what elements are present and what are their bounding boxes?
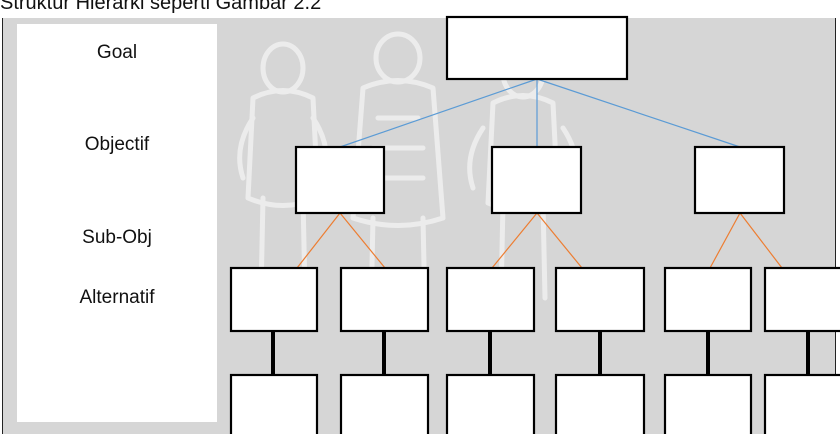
connector-goal-objective-3 (537, 79, 740, 147)
bottom-box-4 (556, 375, 644, 434)
alternative-box-5 (665, 268, 751, 331)
goal-box (447, 17, 627, 79)
alternative-box-4 (556, 268, 644, 331)
bottom-box-6 (765, 375, 840, 434)
connector-objective-1-alt-1 (297, 213, 340, 268)
connector-objective-2-alt-4 (537, 213, 582, 268)
alternative-box-2 (341, 268, 428, 331)
goal-connectors (340, 79, 740, 147)
objective-box-2 (492, 147, 581, 213)
bottom-box-1 (231, 375, 317, 434)
objective-box-3 (695, 147, 784, 213)
connector-objective-3-alt-5 (710, 213, 740, 268)
objective-connectors (297, 213, 782, 268)
bottom-box-2 (341, 375, 428, 434)
bottom-box-5 (665, 375, 751, 434)
alternative-box-6 (765, 268, 840, 331)
connector-goal-objective-1 (340, 79, 537, 147)
alternative-box-1 (231, 268, 317, 331)
objective-box-1 (296, 147, 384, 213)
connector-objective-3-alt-6 (740, 213, 782, 268)
connector-objective-2-alt-3 (492, 213, 537, 268)
alternative-connectors (273, 331, 808, 375)
connector-objective-1-alt-2 (340, 213, 385, 268)
bottom-box-3 (447, 375, 534, 434)
alternative-box-3 (447, 268, 534, 331)
